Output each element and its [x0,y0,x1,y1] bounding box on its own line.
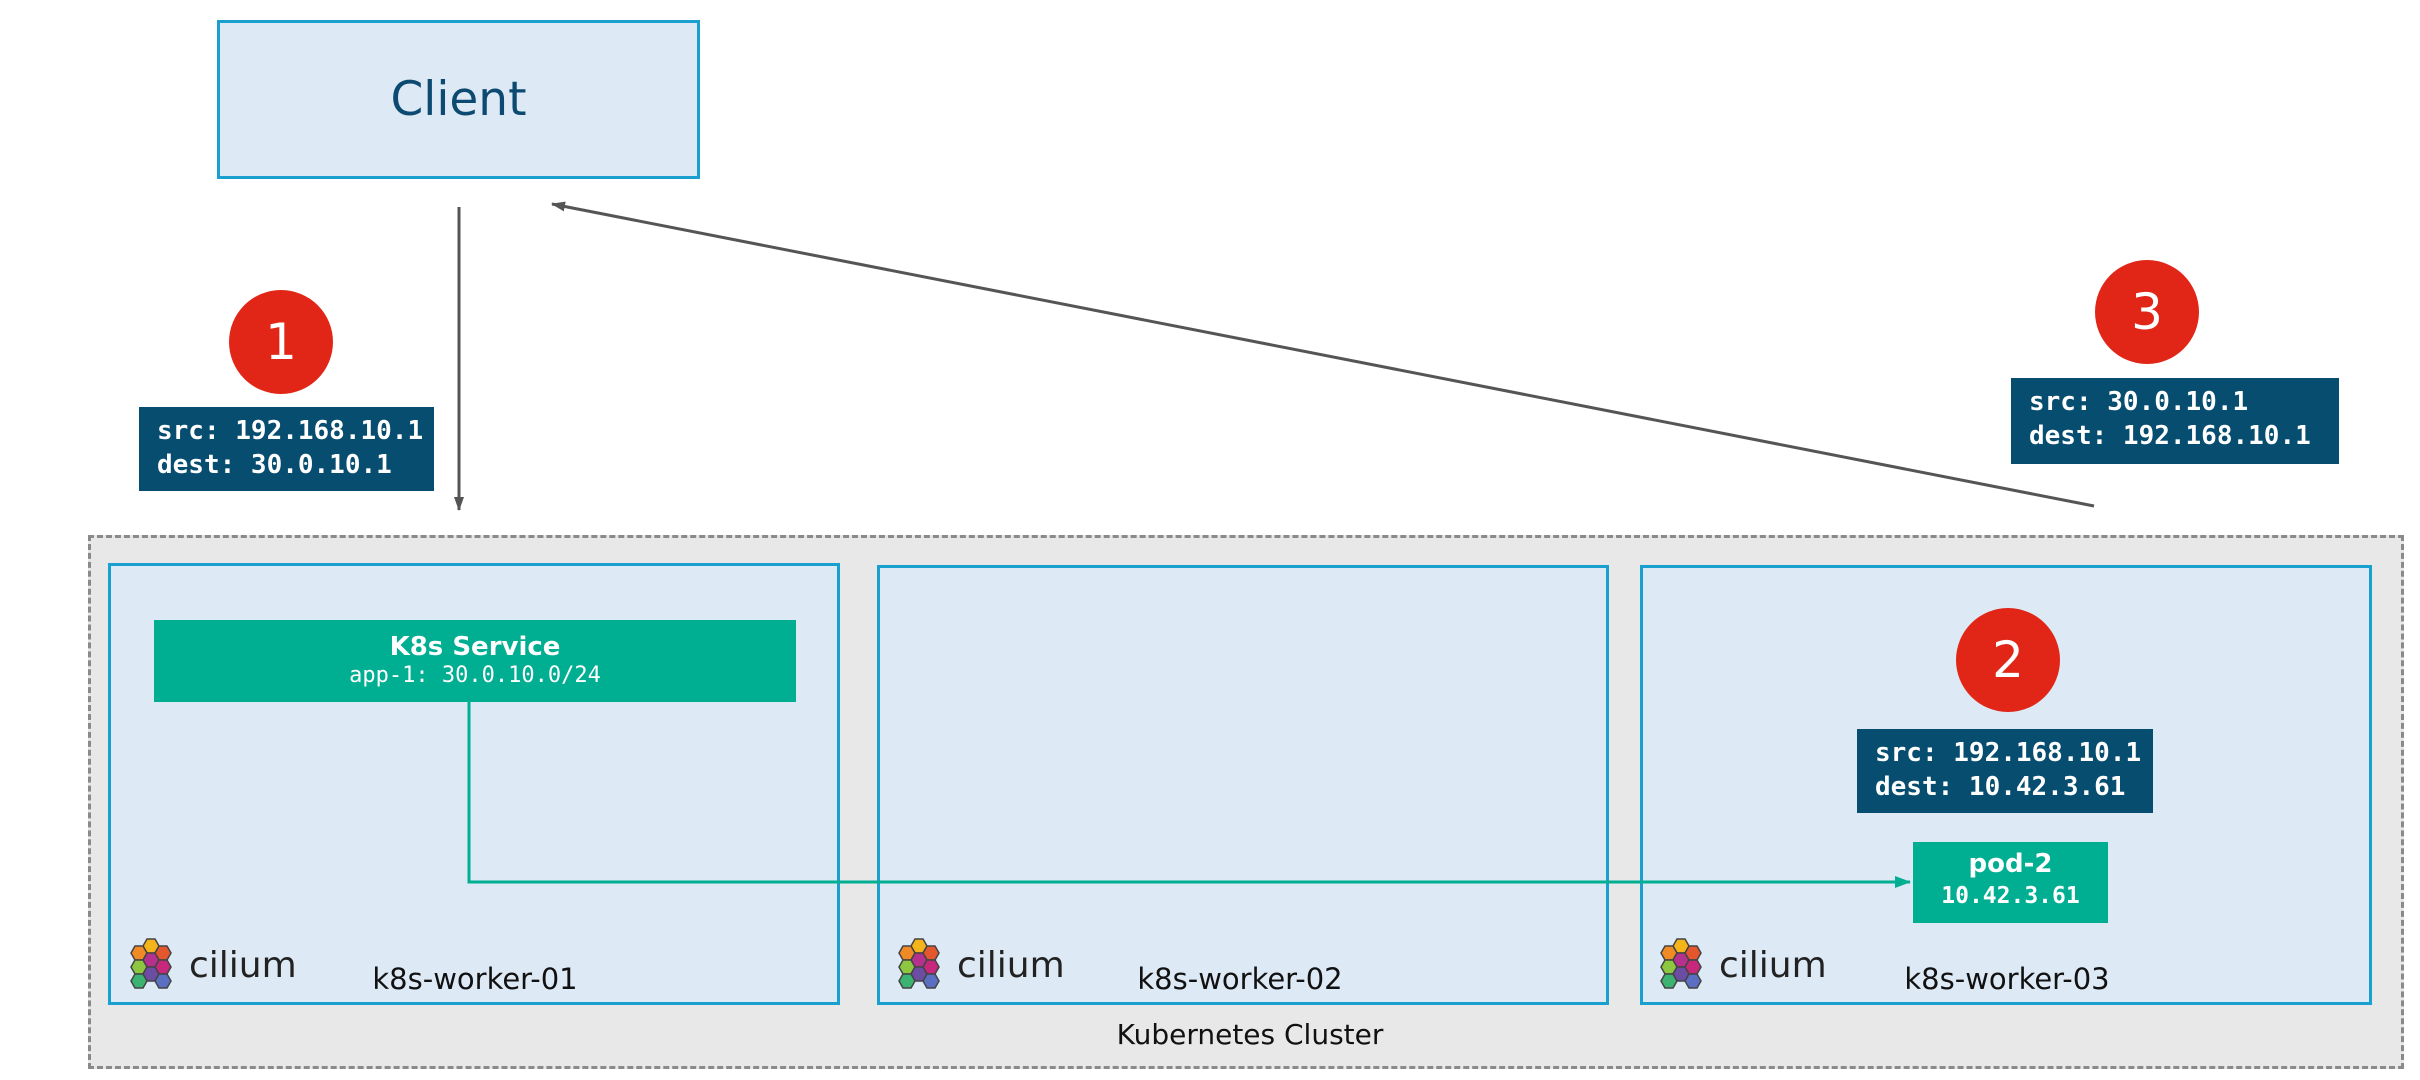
service-title: K8s Service [389,632,561,662]
cilium-hexagon-logo-icon [893,935,949,995]
step-3-packet-box: src: 30.0.10.1 dest: 192.168.10.1 [2011,378,2339,464]
cilium-label: cilium [1719,944,1827,986]
step-1-packet-box: src: 192.168.10.1 dest: 30.0.10.1 [139,407,434,491]
client-label: Client [390,72,527,127]
service-subtitle: app-1: 30.0.10.0/24 [349,663,601,688]
step-3-src: src: 30.0.10.1 [2029,387,2249,417]
cilium-hexagon-logo-icon [1655,935,1711,995]
client-box: Client [217,20,700,179]
pod-ip: 10.42.3.61 [1941,883,2080,909]
cluster-label: Kubernetes Cluster [1116,1018,1384,1051]
k8s-service-box: K8s Service app-1: 30.0.10.0/24 [154,620,796,702]
cilium-label: cilium [957,944,1065,986]
worker-02-label: k8s-worker-02 [1137,962,1343,996]
step-1-src: src: 192.168.10.1 [157,416,424,446]
cilium-label: cilium [189,944,297,986]
service-to-pod-arrow [467,702,1911,888]
step-1-dest: dest: 30.0.10.1 [157,450,392,480]
cilium-logo-worker-02: cilium [893,935,1065,995]
cilium-logo-worker-03: cilium [1655,935,1827,995]
worker-node-02 [877,565,1609,1005]
step-3-badge: 3 [2095,260,2199,364]
cilium-logo-worker-01: cilium [125,935,297,995]
step-2-src: src: 192.168.10.1 [1875,738,2142,768]
step-3-dest: dest: 192.168.10.1 [2029,421,2311,451]
step-2-badge: 2 [1956,608,2060,712]
pod-name: pod-2 [1968,849,2053,879]
return-to-client-arrow [551,201,2095,508]
step-2-dest: dest: 10.42.3.61 [1875,772,2126,802]
worker-01-label: k8s-worker-01 [372,962,578,996]
worker-03-label: k8s-worker-03 [1904,962,2110,996]
step-1-badge: 1 [229,290,333,394]
cilium-hexagon-logo-icon [125,935,181,995]
pod-box: pod-2 10.42.3.61 [1913,842,2108,923]
step-2-packet-box: src: 192.168.10.1 dest: 10.42.3.61 [1857,729,2153,813]
